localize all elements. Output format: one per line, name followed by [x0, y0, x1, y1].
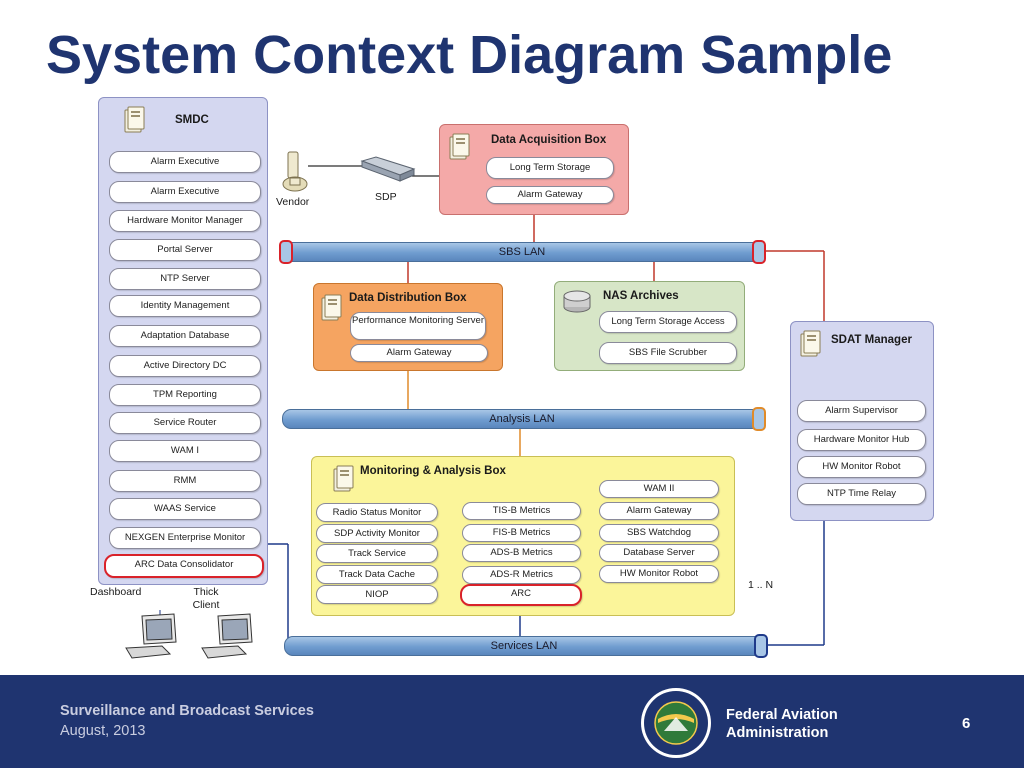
- nas-item[interactable]: Long Term Storage Access: [599, 311, 737, 333]
- smdc-item[interactable]: Alarm Executive: [109, 181, 261, 203]
- faa-seal-icon: [641, 688, 711, 758]
- monitoring-item[interactable]: Database Server: [599, 544, 719, 562]
- smdc-item-highlighted[interactable]: ARC Data Consolidator: [104, 554, 264, 578]
- server-icon: [124, 106, 145, 133]
- smdc-item[interactable]: RMM: [109, 470, 261, 492]
- footer-date: August, 2013: [60, 723, 146, 739]
- computer-icon: [125, 613, 177, 659]
- services-lan[interactable]: Services LAN: [284, 636, 764, 656]
- sdat-item[interactable]: Alarm Supervisor: [797, 400, 926, 422]
- footer-bar: Surveillance and Broadcast Services Augu…: [0, 675, 1024, 768]
- sdat-item[interactable]: NTP Time Relay: [797, 483, 926, 505]
- data-acquisition-title: Data Acquisition Box: [491, 134, 607, 146]
- monitoring-item[interactable]: WAM II: [599, 480, 719, 498]
- monitoring-item[interactable]: Alarm Gateway: [599, 502, 719, 520]
- smdc-item[interactable]: TPM Reporting: [109, 384, 261, 406]
- smdc-item[interactable]: Alarm Executive: [109, 151, 261, 173]
- monitoring-item[interactable]: Track Service: [316, 544, 438, 563]
- data-distribution-title: Data Distribution Box: [349, 292, 467, 304]
- multiplicity-label: 1 .. N: [748, 579, 774, 591]
- ddb-item[interactable]: Performance Monitoring Server: [350, 312, 486, 340]
- services-lan-label: Services LAN: [490, 640, 558, 652]
- monitoring-item[interactable]: ADS-R Metrics: [462, 566, 581, 584]
- page-number: 6: [962, 715, 971, 732]
- computer-icon: [201, 613, 253, 659]
- disk-icon: [563, 290, 591, 313]
- nas-item[interactable]: SBS File Scrubber: [599, 342, 737, 364]
- services-lan-endcap: [754, 634, 768, 658]
- monitoring-item[interactable]: TIS-B Metrics: [462, 502, 581, 520]
- daq-item[interactable]: Long Term Storage: [486, 157, 614, 179]
- monitoring-item[interactable]: Radio Status Monitor: [316, 503, 438, 522]
- monitoring-item[interactable]: FIS-B Metrics: [462, 524, 581, 542]
- monitoring-item[interactable]: SBS Watchdog: [599, 524, 719, 542]
- sbs-lan-label: SBS LAN: [498, 246, 546, 258]
- server-icon: [333, 465, 354, 492]
- sbs-lan-endcap: [752, 240, 766, 264]
- server-icon: [321, 294, 342, 321]
- analysis-lan-label: Analysis LAN: [489, 413, 555, 425]
- vendor-icon: [282, 151, 308, 192]
- smdc-item[interactable]: WAAS Service: [109, 498, 261, 520]
- thick-client-label: Thick Client: [192, 586, 220, 611]
- faa-name-line1: Federal Aviation: [726, 707, 838, 723]
- monitoring-item[interactable]: Track Data Cache: [316, 565, 438, 584]
- smdc-title: SMDC: [175, 114, 209, 126]
- server-icon: [449, 133, 470, 160]
- sbs-lan[interactable]: SBS LAN: [282, 242, 762, 262]
- ddb-item[interactable]: Alarm Gateway: [350, 344, 488, 362]
- smdc-item[interactable]: Active Directory DC: [109, 355, 261, 377]
- sbs-lan-startcap: [279, 240, 293, 264]
- daq-item[interactable]: Alarm Gateway: [486, 186, 614, 204]
- monitoring-item-highlighted[interactable]: ARC: [460, 584, 582, 606]
- faa-name: Federal Aviation Administration: [726, 706, 838, 742]
- monitoring-item[interactable]: HW Monitor Robot: [599, 565, 719, 583]
- sdat-item[interactable]: Hardware Monitor Hub: [797, 429, 926, 451]
- monitoring-item[interactable]: ADS-B Metrics: [462, 544, 581, 562]
- smdc-item[interactable]: Portal Server: [109, 239, 261, 261]
- footer-org: Surveillance and Broadcast Services: [60, 703, 314, 719]
- sdat-item[interactable]: HW Monitor Robot: [797, 456, 926, 478]
- vendor-label: Vendor: [276, 196, 310, 208]
- connector-lines: [159, 165, 825, 646]
- nas-archives-title: NAS Archives: [603, 290, 679, 302]
- sdp-icon: [360, 156, 416, 182]
- analysis-lan-endcap: [752, 407, 766, 431]
- sdp-label: SDP: [375, 191, 397, 203]
- smdc-item[interactable]: NTP Server: [109, 268, 261, 290]
- analysis-lan[interactable]: Analysis LAN: [282, 409, 762, 429]
- smdc-item[interactable]: NEXGEN Enterprise Monitor: [109, 527, 261, 549]
- monitoring-item[interactable]: NIOP: [316, 585, 438, 604]
- sdat-manager-title: SDAT Manager: [831, 334, 912, 346]
- server-icon: [800, 330, 821, 357]
- faa-name-line2: Administration: [726, 725, 829, 741]
- smdc-item[interactable]: Adaptation Database: [109, 325, 261, 347]
- smdc-item[interactable]: Hardware Monitor Manager: [109, 210, 261, 232]
- page-title: System Context Diagram Sample: [46, 25, 893, 85]
- smdc-item[interactable]: WAM I: [109, 440, 261, 462]
- monitoring-analysis-title: Monitoring & Analysis Box: [360, 465, 506, 477]
- smdc-item[interactable]: Identity Management: [109, 295, 261, 317]
- smdc-item[interactable]: Service Router: [109, 412, 261, 434]
- dashboard-label: Dashboard: [90, 586, 142, 598]
- monitoring-item[interactable]: SDP Activity Monitor: [316, 524, 438, 543]
